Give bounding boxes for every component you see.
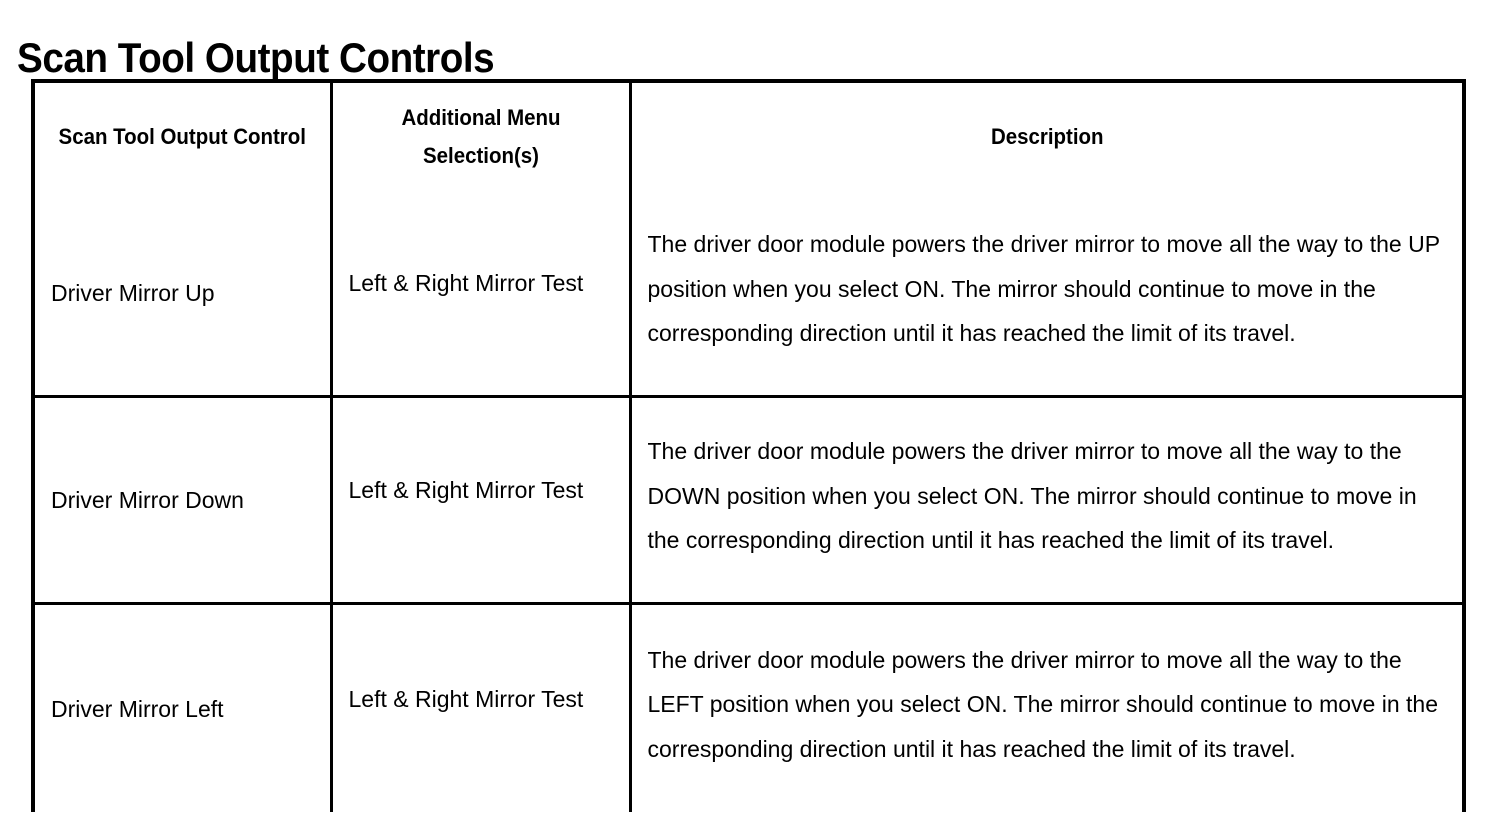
- table-header: Scan Tool Output Control Additional Menu…: [35, 83, 1462, 191]
- cell-control: Driver Mirror Up: [35, 191, 333, 398]
- description-text: The driver door module powers the driver…: [647, 438, 1417, 554]
- cell-description: The driver door module powers the driver…: [630, 603, 1462, 812]
- control-name-text: Driver Mirror Down: [51, 487, 244, 513]
- control-name-text: Driver Mirror Left: [51, 695, 224, 722]
- description-text: The driver door module powers the driver…: [647, 231, 1440, 347]
- cell-control: Driver Mirror Left: [35, 603, 333, 812]
- menu-selection-text: Left & Right Mirror Test: [348, 685, 584, 712]
- table-row: Driver Mirror Up Left & Right Mirror Tes…: [35, 191, 1462, 398]
- cell-control: Driver Mirror Down: [35, 396, 333, 605]
- table-row: Driver Mirror Down Left & Right Mirror T…: [35, 396, 1462, 605]
- page-title: Scan Tool Output Controls: [17, 34, 495, 82]
- cell-menu-selection: Left & Right Mirror Test: [331, 396, 632, 605]
- menu-selection-text: Left & Right Mirror Test: [348, 270, 584, 296]
- control-name-text: Driver Mirror Up: [51, 280, 215, 306]
- table-body: Driver Mirror Up Left & Right Mirror Tes…: [35, 191, 1462, 812]
- column-header-description-label: Description: [990, 124, 1104, 149]
- menu-selection-text: Left & Right Mirror Test: [348, 477, 584, 503]
- column-header-menu: Additional Menu Selection(s): [331, 83, 632, 191]
- table-row: Driver Mirror Left Left & Right Mirror T…: [35, 603, 1462, 812]
- cell-description: The driver door module powers the driver…: [630, 191, 1462, 398]
- column-header-description: Description: [630, 83, 1462, 191]
- column-header-control: Scan Tool Output Control: [35, 83, 333, 191]
- description-text: The driver door module powers the driver…: [647, 646, 1439, 762]
- column-header-menu-label: Additional Menu Selection(s): [400, 105, 561, 168]
- column-header-control-label: Scan Tool Output Control: [58, 124, 306, 149]
- cell-menu-selection: Left & Right Mirror Test: [331, 191, 632, 398]
- cell-description: The driver door module powers the driver…: [630, 396, 1462, 605]
- table-header-row: Scan Tool Output Control Additional Menu…: [35, 83, 1462, 191]
- scan-tool-output-controls-table: Scan Tool Output Control Additional Menu…: [31, 79, 1466, 812]
- cell-menu-selection: Left & Right Mirror Test: [331, 603, 632, 812]
- controls-table: Scan Tool Output Control Additional Menu…: [35, 83, 1462, 812]
